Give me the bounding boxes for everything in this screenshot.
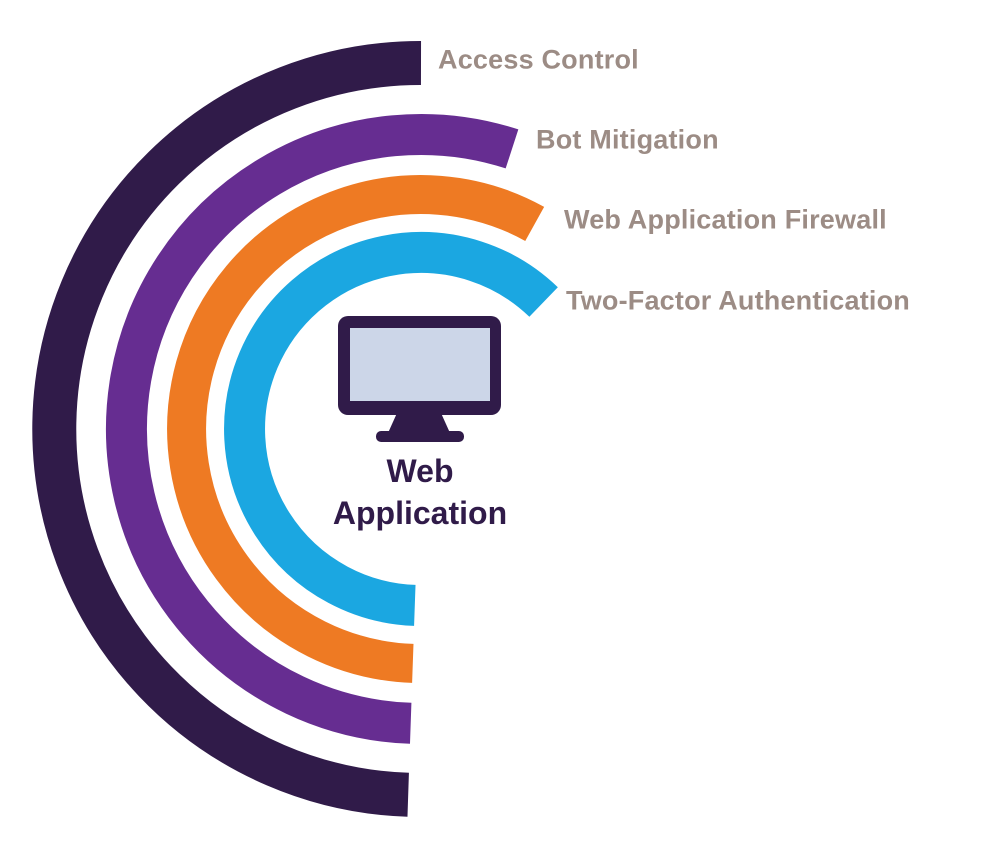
monitor-icon	[338, 316, 501, 442]
ring-label-two-factor-authentication: Two-Factor Authentication	[566, 285, 910, 316]
monitor-screen	[350, 328, 490, 401]
center-label: Web Application	[270, 451, 570, 534]
center-label-line1: Web	[386, 453, 454, 489]
center-label-line2: Application	[332, 494, 508, 531]
ring-arc-two-factor-authentication	[224, 232, 558, 626]
ring-label-bot-mitigation: Bot Mitigation	[536, 124, 719, 155]
monitor-stand-base	[376, 431, 464, 442]
ring-label-web-application-firewall: Web Application Firewall	[564, 204, 887, 235]
ring-arc-bot-mitigation	[105, 114, 519, 744]
ring-arc-access-control	[32, 40, 422, 817]
ring-arc-web-application-firewall	[167, 175, 545, 683]
ring-label-access-control: Access Control	[438, 44, 639, 75]
monitor-stand-neck	[388, 413, 450, 433]
